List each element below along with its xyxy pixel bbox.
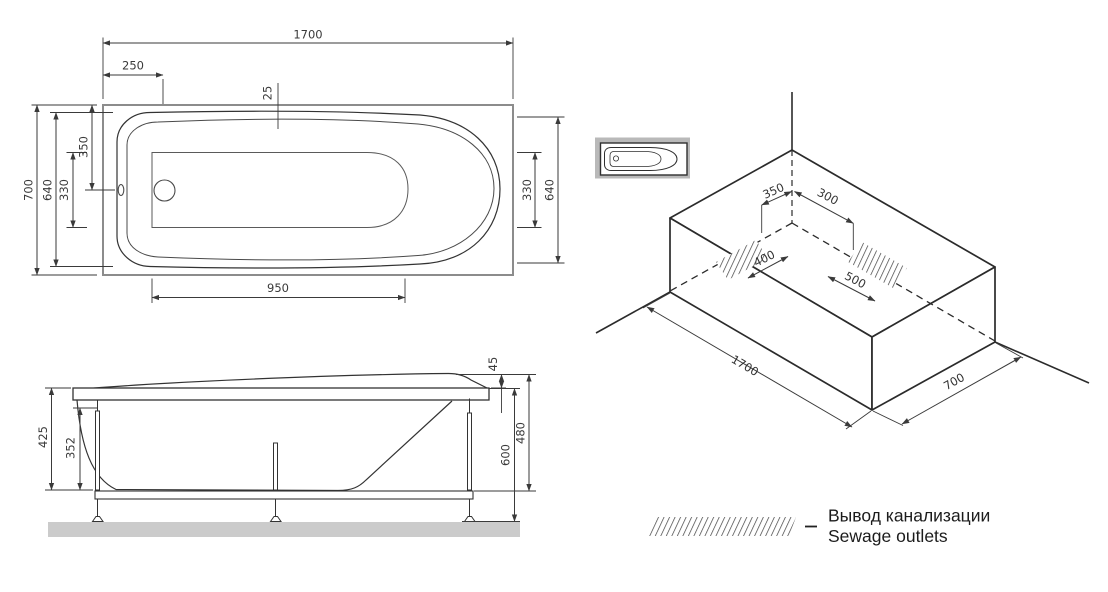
dim-label-250: 250 [122, 59, 144, 73]
legend: Вывод канализации Sewage outlets [648, 506, 990, 546]
dimension-basin-330-left: 330 [57, 152, 87, 228]
rim-band [72, 387, 490, 401]
dimension-basin-330-right: 330 [517, 152, 542, 228]
floor-strip [48, 522, 520, 537]
dim-label-330-left: 330 [57, 179, 71, 201]
tub-volume-box [669, 149, 996, 411]
bathtub-placement-icon [595, 137, 690, 179]
dim-label-640-left: 640 [41, 179, 55, 201]
top-view-drawing: 1700 250 25 700 640 330 350 [22, 28, 565, 303]
sewage-outlet-zone-1 [716, 240, 768, 280]
legend-label-en: Sewage outlets [828, 526, 948, 546]
legend-label-ru: Вывод канализации [828, 506, 990, 526]
dim-label-352: 352 [64, 437, 78, 459]
dimension-rim-640-left: 640 [41, 112, 113, 267]
dim-label-600: 600 [499, 444, 513, 466]
dim-label-330-right: 330 [520, 179, 534, 201]
dimension-depth-352: 352 [64, 407, 97, 491]
dimension-outlet1-offset-350: 350 [760, 180, 792, 233]
dim-label-25: 25 [261, 86, 275, 101]
dimension-rise-45: 45 [456, 357, 536, 413]
support-legs [91, 398, 476, 522]
dim-label-iso-1700: 1700 [729, 352, 761, 379]
dim-label-640-right: 640 [543, 179, 557, 201]
frame-rail [94, 490, 474, 500]
tub-basin-outline [151, 152, 409, 228]
tub-outer-rect [102, 104, 514, 276]
tub-rim-inner-curve [126, 118, 495, 261]
hidden-floor-lines [595, 150, 1090, 384]
dimension-basin-950: 950 [151, 278, 406, 303]
dim-label-425: 425 [36, 426, 50, 448]
dim-label-1700: 1700 [293, 28, 322, 42]
rim-slope-line [76, 372, 490, 391]
dimension-rim-640-right: 640 [517, 116, 565, 264]
hatch-swatch [648, 517, 796, 536]
dimension-rim-25: 25 [261, 83, 279, 129]
side-view-drawing: 425 352 45 480 600 [36, 357, 536, 537]
dim-label-700: 700 [22, 179, 36, 201]
dimension-height-425: 425 [36, 387, 93, 491]
tub-body-profile [76, 399, 453, 492]
drain-hole [153, 179, 176, 202]
dim-label-350: 350 [77, 136, 91, 158]
dim-label-45: 45 [486, 357, 500, 372]
dim-label-950: 950 [267, 281, 289, 295]
dim-label-480: 480 [514, 422, 528, 444]
sewage-outlet-zone-2 [848, 242, 907, 288]
overflow-hole [117, 183, 125, 197]
dimension-drain-offset-250: 250 [102, 59, 164, 104]
dimension-length-1700: 1700 [102, 28, 514, 99]
isometric-view-drawing: 350 300 400 500 1700 700 [595, 92, 1090, 430]
dimension-half-350: 350 [77, 104, 115, 191]
dimension-height-600: 600 [462, 388, 520, 522]
dimension-width-700: 700 [22, 104, 97, 276]
tub-rim-outer-curve [116, 110, 501, 269]
